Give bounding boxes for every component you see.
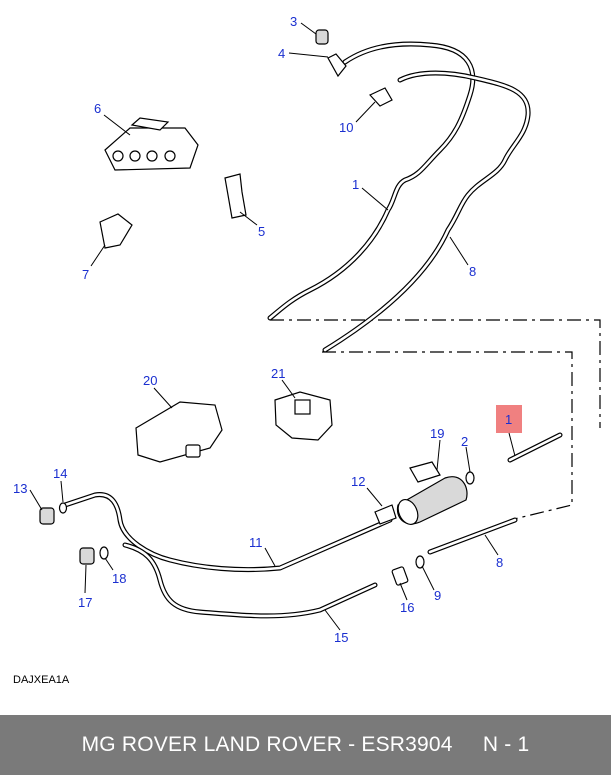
part-21-bracket [274,391,333,441]
callout-6: 6 [94,101,101,116]
footer-bar: MG ROVER LAND ROVER - ESR3904 N - 1 [0,715,611,775]
highlight-marker [496,405,522,433]
callout-8-lower: 8 [496,555,503,570]
footer-position: N - 1 [482,733,530,756]
callout-14: 14 [53,466,67,481]
callout-13: 13 [13,481,27,496]
exploded-parts-diagram: 3 4 6 10 1 5 7 8 20 21 1 19 2 14 13 12 1… [13,14,601,645]
callout-3: 3 [290,14,297,29]
pipe-1-lower [507,432,563,463]
part-18-washer [99,546,109,560]
part-5-clip [224,173,247,219]
callout-8-upper: 8 [469,264,476,279]
part-9-o-ring [415,555,425,569]
pipe-8-lower [427,517,518,555]
callout-20: 20 [143,373,157,388]
footer-separator: - [342,733,362,756]
pipe-15 [122,542,378,619]
part-10-clip [369,87,393,107]
part-12-connector [374,504,397,525]
footer-gap [453,733,483,757]
part-6-pipe-clip-block [104,117,199,171]
callout-7: 7 [82,267,89,282]
callout-11: 11 [249,535,263,550]
part-14-washer [58,502,68,514]
callout-18: 18 [112,571,126,586]
part-20-clip-block [135,401,223,463]
part-16-sleeve [391,566,409,586]
pipe-11 [62,492,393,573]
part-17-nut [79,547,95,565]
callout-17: 17 [78,595,92,610]
part-4-elbow-connector [327,53,347,78]
part-19-fuel-filter [396,461,468,525]
footer-part-number: ESR3904 [361,733,453,756]
callout-labels: 3 4 6 10 1 5 7 8 20 21 1 19 2 14 13 12 1… [13,14,512,645]
pipe-8-upper [322,70,531,353]
callout-15: 15 [334,630,348,645]
callout-10: 10 [339,120,353,135]
callout-4: 4 [278,46,285,61]
part-3-cap [315,29,329,45]
callout-12: 12 [351,474,365,489]
callout-1-upper: 1 [352,177,359,192]
part-2-o-ring [465,471,475,485]
callout-19: 19 [430,426,444,441]
callout-21: 21 [271,366,285,381]
leader-lines [29,22,516,631]
part-7-clip [99,213,133,249]
callout-9: 9 [434,588,441,603]
footer-brand: MG ROVER LAND ROVER [81,733,343,756]
diagram-code: DAJXEA1A [13,674,70,686]
callout-5: 5 [258,224,265,239]
dashed-connection-lines [270,319,601,521]
part-13-nut [39,507,55,525]
callout-16: 16 [400,600,414,615]
callout-1-lower: 1 [505,412,512,427]
callout-2: 2 [461,434,468,449]
pipe-1-upper [267,41,476,321]
